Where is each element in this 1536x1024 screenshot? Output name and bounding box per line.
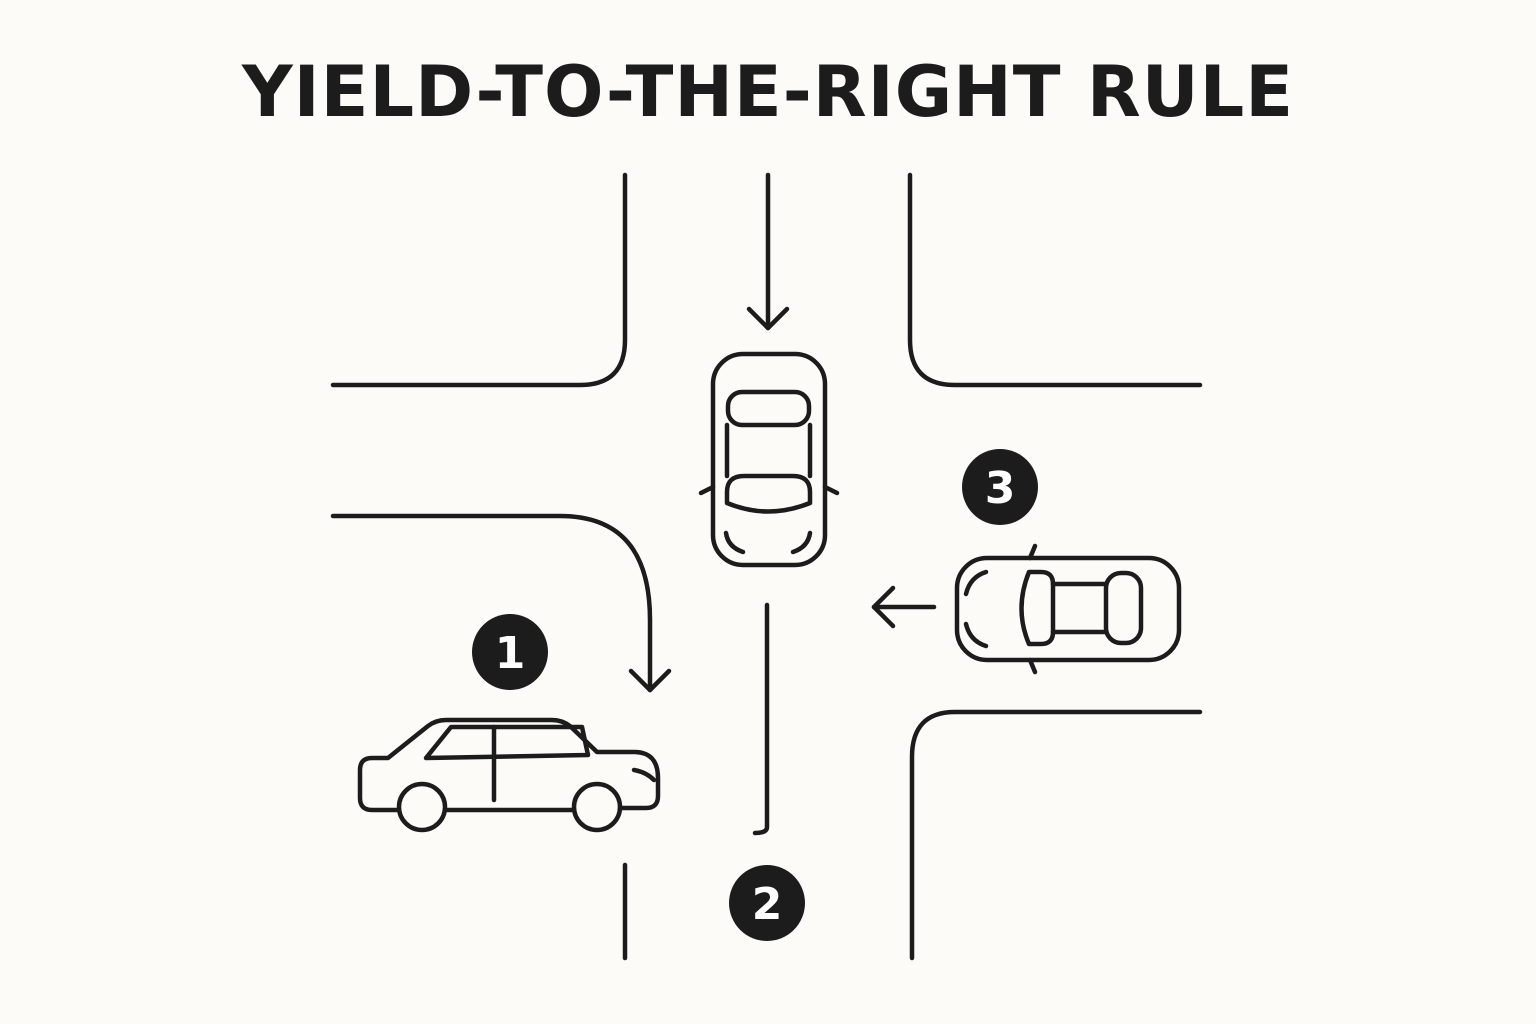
badge-3-label: 3: [985, 463, 1016, 514]
badge-1: 1: [472, 614, 548, 690]
road-edges: [330, 172, 1203, 961]
diagram-title: YIELD-TO-THE-RIGHT RULE: [241, 51, 1295, 133]
badge-2-label: 2: [752, 879, 783, 930]
badge-2: 2: [729, 865, 805, 941]
badge-1-label: 1: [495, 628, 526, 679]
badge-3: 3: [962, 449, 1038, 525]
arrow-turn-icon: [330, 513, 672, 693]
road-edge-top-right: [907, 172, 1203, 388]
road-edge-top-left: [330, 172, 628, 388]
center-lane-line: [752, 602, 770, 836]
arrow-left-icon: [871, 585, 937, 629]
car-side-view-icon: [357, 717, 661, 833]
road-edge-bottom-right: [909, 709, 1203, 961]
car-top-down-left-icon: [954, 543, 1182, 675]
arrow-down-icon: [746, 172, 790, 331]
car-top-down-icon: [698, 351, 840, 568]
